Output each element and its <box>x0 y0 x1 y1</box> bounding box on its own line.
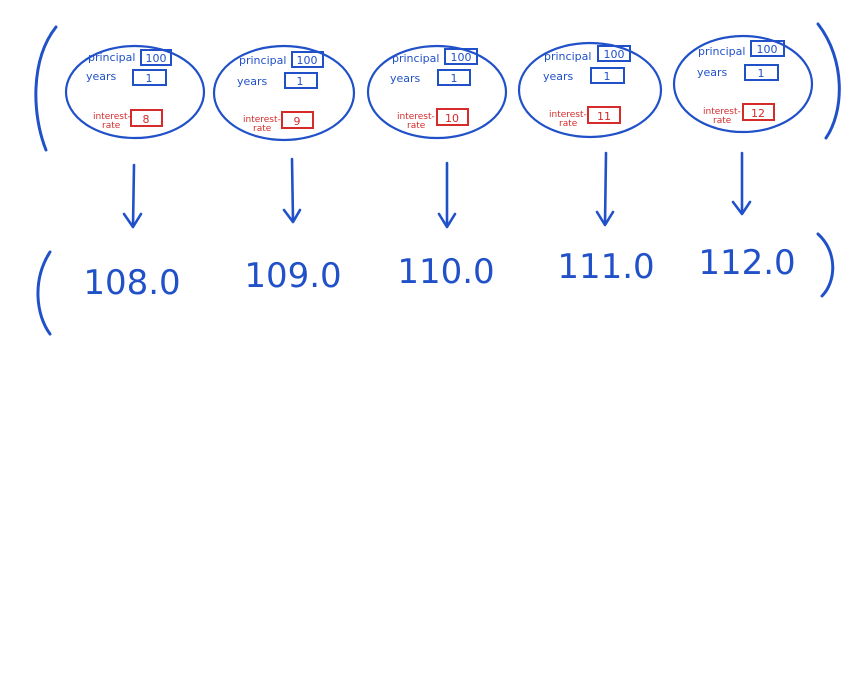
record-bubble: principal 100 years 1 interest- rate 11 <box>517 41 663 139</box>
down-arrow-icon <box>595 151 615 227</box>
principal-label: principal <box>544 50 591 63</box>
interest-rate-label-2: rate <box>713 116 732 126</box>
years-value: 1 <box>758 67 765 80</box>
bottom-left-paren <box>36 250 52 336</box>
principal-label: principal <box>239 54 286 67</box>
principal-label: principal <box>392 52 439 65</box>
interest-rate-label-2: rate <box>253 124 272 134</box>
result-value: 110.0 <box>397 252 494 292</box>
record-ellipse <box>517 41 663 139</box>
interest-rate-label-1: interest- <box>93 112 131 122</box>
record-bubble: principal 100 years 1 interest- rate 10 <box>366 44 508 140</box>
principal-value: 100 <box>146 52 167 65</box>
result-value: 109.0 <box>244 256 341 296</box>
result-value: 108.0 <box>83 263 180 303</box>
record-bubble: principal 100 years 1 interest- rate 9 <box>212 44 356 142</box>
record-ellipse <box>672 34 814 134</box>
years-label: years <box>697 66 728 79</box>
years-label: years <box>543 70 574 83</box>
years-box <box>590 67 625 84</box>
years-value: 1 <box>146 72 153 85</box>
interest-rate-value: 8 <box>143 113 150 126</box>
years-box <box>132 69 167 86</box>
years-value: 1 <box>297 75 304 88</box>
principal-box <box>597 45 631 62</box>
principal-value: 100 <box>451 51 472 64</box>
down-arrow-icon <box>282 157 302 224</box>
years-box <box>437 69 471 86</box>
interest-rate-value: 11 <box>597 110 611 123</box>
interest-rate-label-2: rate <box>102 121 121 131</box>
principal-value: 100 <box>604 48 625 61</box>
interest-rate-label-2: rate <box>559 119 578 129</box>
top-right-paren <box>816 22 841 140</box>
result-value: 111.0 <box>557 247 654 287</box>
interest-rate-value: 12 <box>751 107 765 120</box>
principal-value: 100 <box>757 43 778 56</box>
record-ellipse <box>212 44 356 142</box>
years-label: years <box>390 72 421 85</box>
principal-box <box>291 51 324 68</box>
down-arrow-icon <box>731 151 752 216</box>
interest-rate-box <box>742 103 775 121</box>
bottom-right-paren <box>816 232 835 298</box>
years-label: years <box>237 75 268 88</box>
years-value: 1 <box>451 72 458 85</box>
principal-box <box>444 48 478 65</box>
interest-rate-value: 10 <box>445 112 459 125</box>
principal-label: principal <box>698 45 745 58</box>
principal-box <box>140 49 172 66</box>
top-left-paren <box>34 25 58 152</box>
down-arrow-icon <box>122 163 143 229</box>
interest-rate-value: 9 <box>294 115 301 128</box>
years-value: 1 <box>604 70 611 83</box>
down-arrow-icon <box>437 161 457 229</box>
years-label: years <box>86 70 117 83</box>
interest-rate-label-1: interest- <box>549 110 587 120</box>
principal-box <box>750 40 785 57</box>
interest-rate-label-1: interest- <box>243 115 281 125</box>
interest-rate-box <box>436 108 469 126</box>
years-box <box>744 64 779 81</box>
interest-rate-box <box>281 111 314 129</box>
record-ellipse <box>366 44 508 140</box>
record-bubble: principal 100 years 1 interest- rate 8 <box>64 44 206 140</box>
interest-rate-box <box>130 109 163 127</box>
record-ellipse <box>64 44 206 140</box>
years-box <box>284 72 318 89</box>
interest-rate-label-1: interest- <box>397 112 435 122</box>
interest-rate-label-2: rate <box>407 121 426 131</box>
principal-value: 100 <box>297 54 318 67</box>
principal-label: principal <box>88 51 135 64</box>
record-bubble: principal 100 years 1 interest- rate 12 <box>672 34 814 134</box>
result-value: 112.0 <box>698 243 795 283</box>
interest-rate-box <box>587 106 621 124</box>
interest-rate-label-1: interest- <box>703 107 741 117</box>
